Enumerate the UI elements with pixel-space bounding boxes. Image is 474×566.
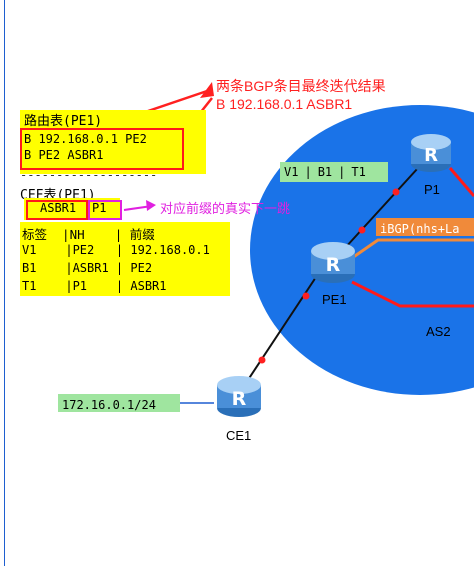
label-stack: V1 | B1 | T1	[280, 162, 388, 182]
link-ce1-pe1	[239, 267, 323, 393]
link-dot	[258, 356, 266, 364]
router-p1-label: P1	[424, 182, 440, 197]
lsp-path-line	[351, 280, 474, 308]
label-stack-sep: |	[304, 165, 312, 179]
cef-cell-asbr1: ASBR1	[40, 201, 77, 215]
label-stack-t1: T1	[351, 165, 366, 179]
as-label: AS2	[426, 324, 451, 339]
route-table-row: B PE2 ASBR1	[24, 148, 104, 162]
prefix-box: 172.16.0.1/24	[58, 394, 180, 412]
annotation-line1: 两条BGP条目最终迭代结果	[216, 78, 386, 94]
link-pe1-p1	[344, 167, 419, 249]
router-pe1-label: PE1	[322, 292, 347, 307]
label-table-block	[20, 222, 230, 296]
router-icon: R	[311, 242, 355, 283]
svg-text:R: R	[326, 254, 341, 276]
cef-table-block	[24, 198, 120, 220]
router-ce1-label: CE1	[226, 428, 252, 443]
route-table-block	[20, 110, 206, 174]
ibgp-label: iBGP(nhs+La	[376, 218, 474, 236]
router-pe1[interactable]: R	[308, 236, 358, 286]
cef-cell-box	[26, 200, 88, 220]
ibgp-session-line	[351, 238, 474, 260]
route-table-row: B 192.168.0.1 PE2	[24, 132, 147, 146]
label-table-row: V1 |PE2 | 192.168.0.1	[22, 243, 210, 257]
label-table-header: 标签 |NH | 前缀	[22, 227, 155, 242]
cef-note: 对应前缀的真实下一跳	[160, 201, 291, 216]
divider: -------------------	[20, 168, 158, 182]
router-p1[interactable]: R	[408, 128, 454, 174]
cef-cell-p1-box	[88, 200, 122, 220]
svg-text:R: R	[232, 388, 247, 410]
svg-text:R: R	[424, 145, 438, 166]
arrow-head	[146, 200, 156, 211]
annotation-line2: B 192.168.0.1 ASBR1	[216, 96, 353, 112]
label-stack-sep: |	[338, 165, 346, 179]
router-ce1[interactable]: R	[214, 370, 264, 420]
label-stack-v1: V1	[284, 165, 299, 179]
link-p1-right	[448, 167, 474, 197]
arrow-head	[200, 82, 214, 98]
left-edge-line	[4, 0, 5, 566]
route-table-title: 路由表(PE1)	[24, 114, 103, 129]
router-icon: R	[411, 134, 451, 172]
router-icon: R	[217, 376, 261, 417]
link-dot	[358, 226, 366, 234]
cef-cell-p1: P1	[92, 201, 107, 215]
label-table-row: T1 |P1 | ASBR1	[22, 279, 167, 293]
route-table-rows-box	[20, 128, 184, 170]
prefix-text: 172.16.0.1/24	[62, 398, 156, 412]
label-table-row: B1 |ASBR1 | PE2	[22, 261, 153, 275]
link-dot	[302, 292, 310, 300]
link-dot	[392, 188, 400, 196]
label-stack-b1: B1	[317, 165, 333, 179]
